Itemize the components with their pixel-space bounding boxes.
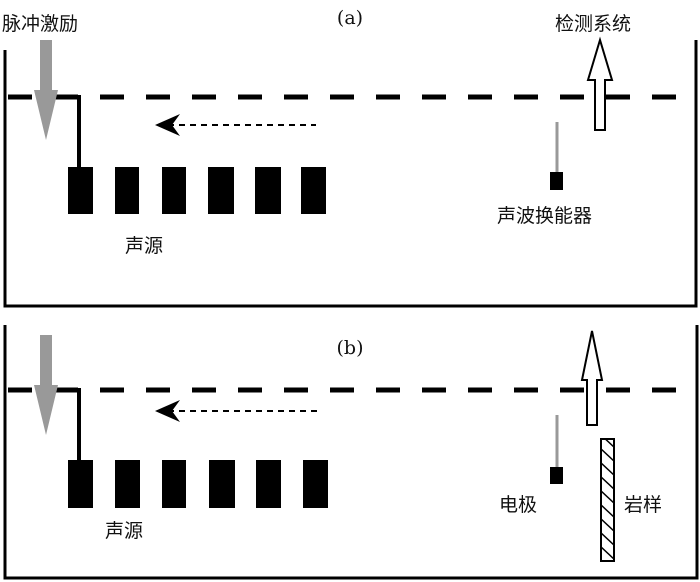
source-element: [68, 167, 93, 214]
source-element: [162, 460, 186, 508]
panel-b: (b) 声源 电极 岩样: [3, 325, 699, 580]
rock-sample: [600, 438, 615, 562]
panel-b-label: (b): [337, 337, 364, 359]
rock-sample-label: 岩样: [624, 494, 662, 516]
source-element: [255, 167, 281, 214]
source-rod-a: [58, 95, 81, 167]
source-element: [68, 460, 93, 508]
arrowhead-left-a-icon: [155, 114, 180, 136]
source-element: [303, 460, 328, 508]
source-element: [115, 460, 140, 508]
panel-a-label: (a): [337, 7, 363, 29]
arrowhead-left-b-icon: [155, 400, 180, 422]
pulse-arrow-a-icon: [34, 40, 58, 140]
source-element: [301, 167, 326, 214]
pulse-arrow-b-icon: [34, 335, 58, 435]
transducer: [550, 172, 563, 190]
source-element: [209, 460, 235, 508]
detection-arrow-b-icon: [580, 330, 604, 426]
source-rod-b: [58, 388, 81, 460]
pulse-excitation-label: 脉冲激励: [2, 13, 78, 35]
panel-a: (a) 脉冲激励 检测系统 声源 声波换能器: [2, 7, 698, 308]
tank-a: [3, 40, 698, 308]
electrode: [550, 467, 563, 484]
source-array-a: [68, 167, 326, 214]
transducer-label: 声波换能器: [497, 205, 592, 227]
source-element: [256, 460, 281, 508]
source-element: [208, 167, 234, 214]
source-label-b: 声源: [105, 520, 143, 542]
source-element: [115, 167, 139, 214]
source-label-a: 声源: [125, 235, 163, 257]
source-element: [162, 167, 186, 214]
electrode-label: 电极: [499, 494, 537, 516]
detection-arrow-a-icon: [586, 36, 614, 131]
source-array-b: [68, 460, 328, 508]
tank-b: [3, 325, 699, 580]
detection-system-label: 检测系统: [555, 13, 631, 35]
